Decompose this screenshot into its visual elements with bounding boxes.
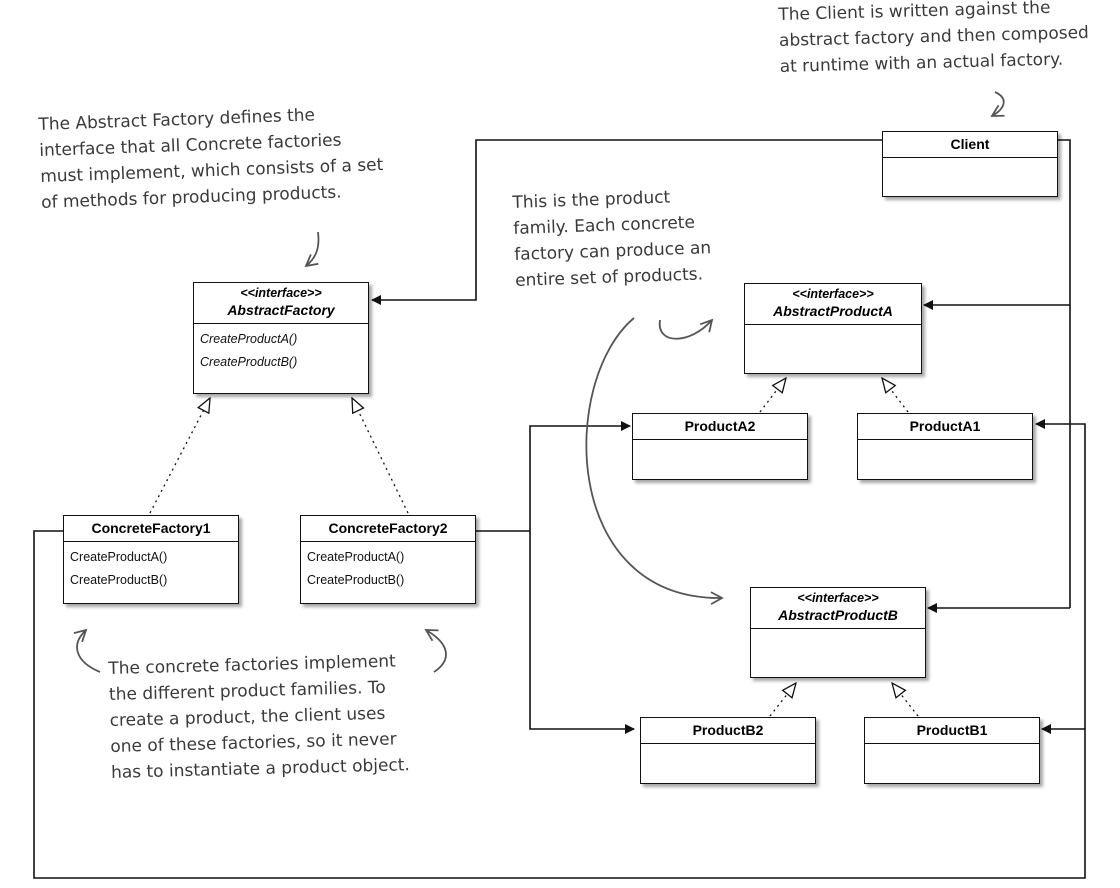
product-b2-name: ProductB2 [692, 722, 764, 738]
abstract-factory-stereotype: <<interface>> [240, 286, 322, 300]
abstract-factory-note: The Abstract Factory defines the interfa… [38, 105, 384, 213]
cf1-creates-line [33, 419, 1086, 879]
a1-implements-line [882, 378, 909, 413]
abstract-factory-class: <<interface>> AbstractFactory CreateProd… [193, 282, 369, 394]
concrete-factories-note: The concrete factories implement the dif… [108, 651, 411, 783]
family-note-arrow-large [585, 317, 724, 605]
product-b2-class: ProductB2 [640, 717, 816, 784]
concrete-factory-2-op: CreateProductB() [307, 573, 405, 587]
b2-implements-line [769, 683, 796, 717]
concrete-note-arrow-left [73, 628, 101, 673]
abstract-product-b-stereotype: <<interface>> [797, 591, 879, 605]
product-a2-name: ProductA2 [684, 418, 756, 434]
concrete-factory-1-op: CreateProductB() [70, 573, 168, 587]
cf2-creates-line [476, 421, 631, 532]
concrete-factory-1-class: ConcreteFactory1 CreateProductA() Create… [63, 515, 239, 604]
factory-note-arrow [304, 231, 320, 268]
client-right-bus-line [1057, 139, 1071, 608]
cf1-implements-line [149, 398, 210, 514]
product-b1-name: ProductB1 [916, 722, 988, 738]
family-note-arrow-small [658, 318, 714, 340]
product-family-note: This is the product family. Each concret… [512, 187, 712, 291]
client-to-abstract-factory-line [371, 139, 882, 305]
client-class-name: Client [950, 136, 990, 152]
abstract-factory-name: AbstractFactory [227, 302, 335, 318]
client-note-arrow [990, 91, 1005, 117]
concrete-factory-1-op: CreateProductA() [70, 550, 168, 564]
abstract-product-b-name: AbstractProductB [778, 607, 898, 623]
product-a2-class: ProductA2 [632, 413, 808, 480]
product-a1-name: ProductA1 [909, 418, 981, 434]
cf2-implements-line [352, 398, 409, 514]
cf2-creates-b2-line [529, 531, 635, 734]
concrete-note-arrow-right [424, 629, 447, 673]
concrete-factory-2-op: CreateProductA() [307, 550, 405, 564]
product-a1-class: ProductA1 [857, 413, 1033, 480]
concrete-factory-2-class: ConcreteFactory2 CreateProductA() Create… [300, 515, 476, 604]
abstract-product-b-class: <<interface>> AbstractProductB [750, 587, 926, 678]
a2-implements-line [759, 378, 786, 413]
abstract-factory-op: CreateProductB() [200, 355, 298, 369]
abstract-product-a-stereotype: <<interface>> [792, 287, 874, 301]
abstract-product-a-class: <<interface>> AbstractProductA [744, 283, 922, 374]
b1-implements-line [892, 683, 919, 717]
concrete-factory-1-name: ConcreteFactory1 [91, 520, 211, 536]
client-note: The Client is written against the abstra… [778, 0, 1090, 77]
client-class: Client [882, 131, 1058, 197]
abstract-product-a-name: AbstractProductA [773, 303, 893, 319]
product-b1-class: ProductB1 [864, 717, 1040, 784]
concrete-factory-2-name: ConcreteFactory2 [328, 520, 448, 536]
abstract-factory-op: CreateProductA() [200, 332, 298, 346]
